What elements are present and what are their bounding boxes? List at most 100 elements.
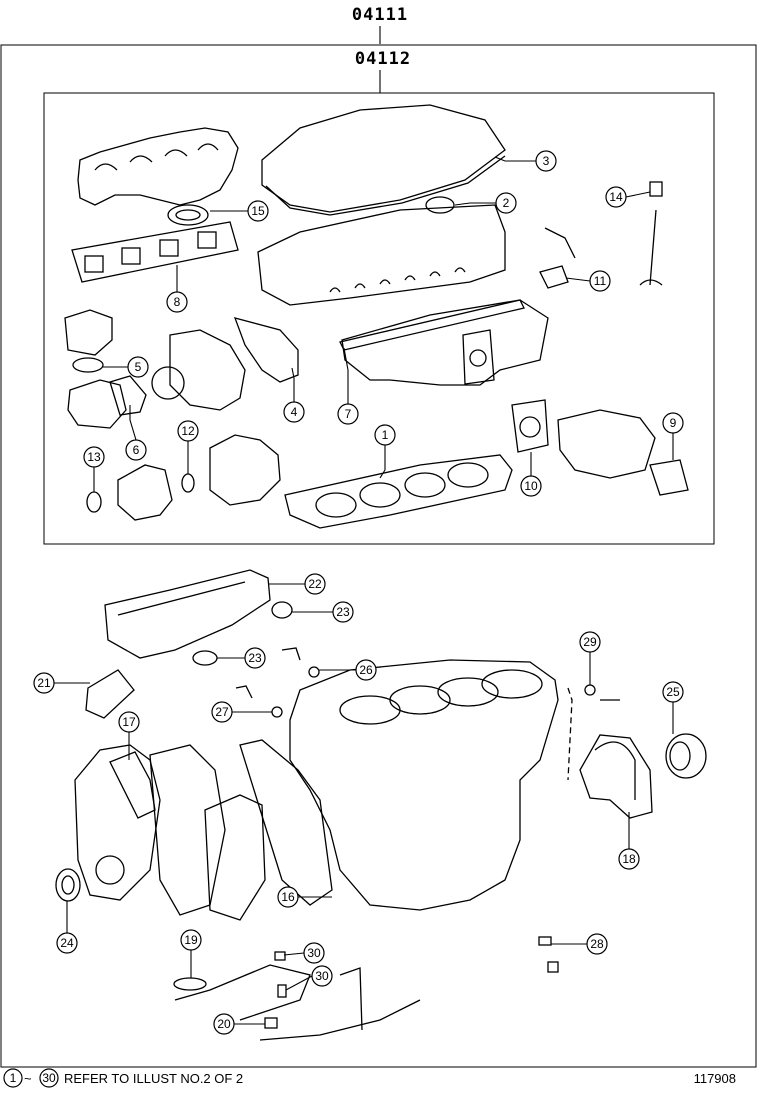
oil-seal-front-inner — [61, 875, 75, 895]
kit-code-label: 04112 — [355, 49, 411, 69]
camshaft-oil-seal — [425, 196, 455, 214]
gasket-23-lower — [192, 650, 218, 666]
gasket-30-upper — [274, 951, 286, 961]
cylinder-block — [289, 659, 559, 911]
plug-28 — [538, 936, 552, 946]
svg-text:28: 28 — [590, 937, 604, 951]
gasket-18 — [594, 741, 636, 800]
gasket-20 — [264, 1017, 278, 1029]
svg-text:16: 16 — [281, 890, 295, 904]
svg-text:17: 17 — [122, 715, 136, 729]
throttle-body-gasket-hole — [519, 416, 541, 438]
svg-text:3: 3 — [543, 154, 550, 168]
intake-manifold — [341, 299, 549, 386]
footer-note: REFER TO ILLUST NO.2 OF 2 — [64, 1071, 243, 1086]
callout-21: 21 — [33, 672, 55, 694]
svg-text:1: 1 — [382, 428, 389, 442]
gasket-30-lower — [277, 984, 287, 998]
cylinder-head-gasket — [284, 454, 513, 529]
timing-cover-gasket-16 — [239, 739, 333, 906]
svg-text:11: 11 — [594, 274, 607, 288]
dash-leader-29 — [567, 687, 573, 781]
footer-tilde: ~ — [24, 1071, 32, 1086]
svg-text:30: 30 — [315, 969, 329, 983]
exhaust-pipe-gasket-hole — [175, 209, 201, 221]
svg-text:13: 13 — [87, 450, 101, 464]
plug-27 — [271, 706, 283, 718]
crank-pulley-hole — [95, 855, 125, 885]
svg-text:23: 23 — [336, 605, 350, 619]
svg-text:6: 6 — [133, 443, 140, 457]
svg-text:1: 1 — [10, 1071, 17, 1085]
svg-text:19: 19 — [184, 933, 198, 947]
callout-22: 22 — [304, 573, 326, 595]
svg-text:30: 30 — [42, 1071, 56, 1085]
oil-strainer — [259, 999, 421, 1041]
svg-text:27: 27 — [215, 705, 229, 719]
valve-stem-seal — [649, 181, 663, 197]
gasket-9 — [649, 459, 689, 496]
exhaust-manifold-gasket — [71, 221, 239, 283]
callout-18: 18 — [618, 848, 640, 870]
rear-oil-seal-retainer — [579, 734, 653, 819]
callout-24: 24 — [56, 932, 78, 954]
gasket-19 — [173, 977, 207, 991]
svg-text:23: 23 — [248, 651, 262, 665]
oil-seal-rear-inner — [669, 741, 691, 771]
o-ring-13 — [86, 491, 102, 513]
callout-30-lower: 30 — [311, 965, 333, 987]
callout-12: 12 — [177, 420, 199, 442]
callout-29: 29 — [579, 631, 601, 653]
callout-6: 6 — [125, 439, 147, 461]
callout-27: 27 — [211, 701, 233, 723]
oil-seal-front — [55, 868, 81, 902]
callout-3: 3 — [535, 150, 557, 172]
callout-28: 28 — [586, 933, 608, 955]
timing-cover-gasket-inner — [117, 581, 246, 616]
callout-26: 26 — [355, 659, 377, 681]
callout-5: 5 — [127, 356, 149, 378]
callout-8: 8 — [166, 291, 188, 313]
svg-text:8: 8 — [174, 295, 181, 309]
callout-17: 17 — [118, 711, 140, 733]
exhaust-manifold — [77, 127, 239, 206]
callout-11: 11 — [589, 270, 611, 292]
svg-text:5: 5 — [135, 360, 142, 374]
svg-text:26: 26 — [359, 663, 373, 677]
oil-pump — [204, 794, 266, 921]
svg-text:22: 22 — [308, 577, 322, 591]
callout-2: 2 — [495, 192, 517, 214]
valve-head — [639, 279, 663, 286]
upper-kit-frame — [43, 92, 715, 545]
oil-level-gauge-guide — [339, 967, 363, 1031]
svg-text:14: 14 — [609, 190, 623, 204]
svg-text:20: 20 — [217, 1017, 231, 1031]
svg-text:21: 21 — [37, 676, 51, 690]
cylinder-head — [257, 204, 506, 306]
water-inlet-housing — [117, 464, 173, 521]
throttle-body — [557, 409, 656, 479]
gasket-11 — [539, 265, 569, 289]
top-code-label: 04111 — [352, 5, 408, 25]
callout-19: 19 — [180, 929, 202, 951]
timing-chain-cover-gasket — [104, 569, 271, 659]
svg-text:15: 15 — [251, 204, 265, 218]
leader-lines — [54, 156, 674, 1025]
washer-29 — [584, 684, 596, 696]
oil-seal-rear — [665, 733, 707, 779]
callout-23-upper: 23 — [332, 601, 354, 623]
throttle-body-gasket — [511, 399, 549, 453]
illustration-id: 117908 — [694, 1071, 736, 1086]
gasket-6 — [109, 375, 147, 416]
callout-30-upper: 30 — [303, 942, 325, 964]
head-cover-gasket — [261, 104, 506, 216]
intake-manifold-gasket — [339, 299, 525, 351]
callout-7: 7 — [337, 403, 359, 425]
svg-text:12: 12 — [181, 424, 195, 438]
water-outlet-gasket — [233, 317, 299, 383]
sensor-27 — [235, 685, 253, 699]
footer-callout-start: 1 — [3, 1068, 23, 1088]
outer-frame — [0, 44, 757, 1068]
svg-text:2: 2 — [503, 196, 510, 210]
